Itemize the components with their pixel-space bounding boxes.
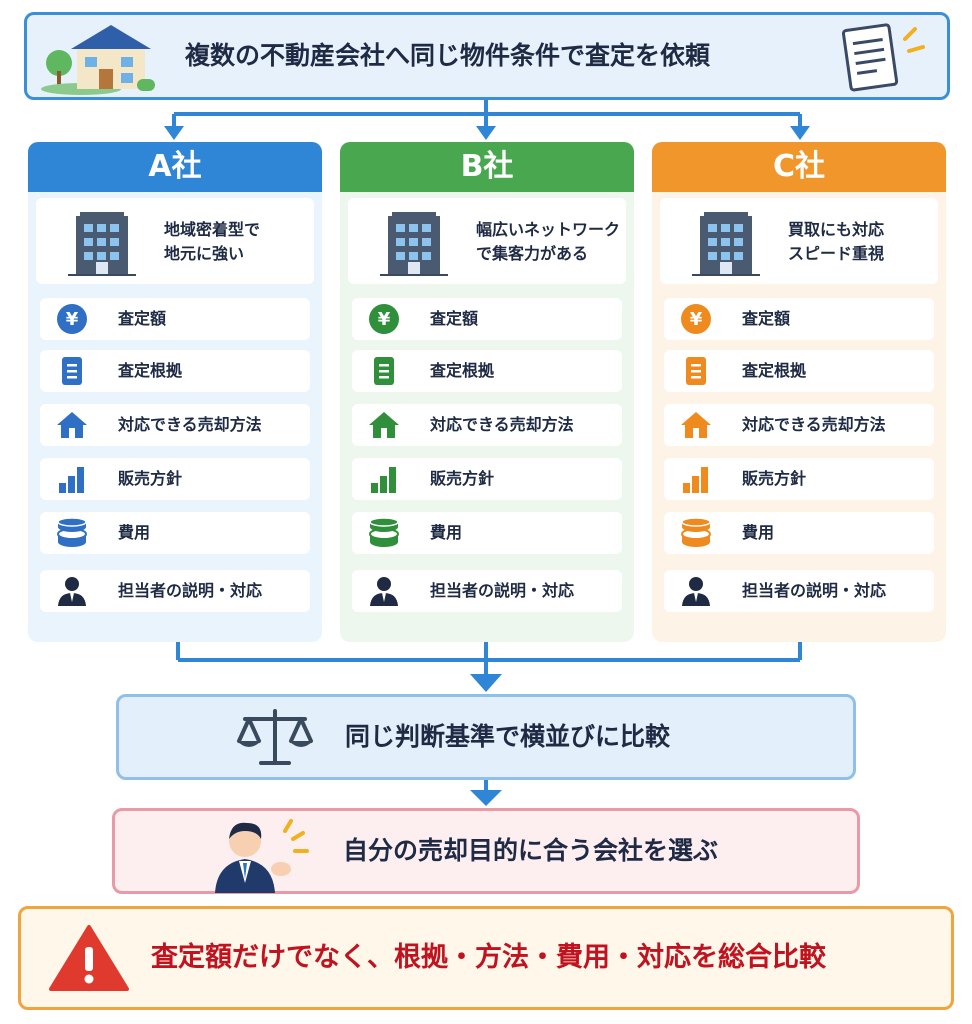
yen-icon: ¥ xyxy=(681,304,711,334)
criteria-label: 担当者の説明・対応 xyxy=(742,581,887,600)
criteria-label: 査定根拠 xyxy=(118,361,183,380)
company-description: 買取にも対応スピード重視 xyxy=(660,198,938,284)
criteria-item: 担当者の説明・対応 xyxy=(40,570,310,612)
criteria-item: 担当者の説明・対応 xyxy=(664,570,934,612)
criteria-item: 販売方針 xyxy=(40,458,310,500)
criteria-label: 査定根拠 xyxy=(742,361,807,380)
company-name: B社 xyxy=(340,142,634,192)
desc-line-2: スピード重視 xyxy=(788,244,885,263)
compare-text: 同じ判断基準で横並びに比較 xyxy=(345,722,671,751)
coin-stack-icon xyxy=(57,517,87,547)
person-icon xyxy=(370,577,398,606)
person-icon xyxy=(682,577,710,606)
bar-chart-icon xyxy=(683,467,708,493)
compare-step: 同じ判断基準で横並びに比較 xyxy=(116,694,856,780)
document-list-icon xyxy=(62,357,82,385)
criteria-item: 対応できる売却方法 xyxy=(664,404,934,446)
warning-icon xyxy=(49,925,129,991)
company-description: 幅広いネットワークで集客力がある xyxy=(348,198,626,284)
criteria-label: 査定額 xyxy=(118,309,167,328)
desc-line-1: 買取にも対応 xyxy=(788,220,885,239)
criteria-item: 査定根拠 xyxy=(352,350,622,392)
office-building-icon xyxy=(380,212,448,276)
desc-line-2: 地元に強い xyxy=(164,244,245,263)
office-building-icon xyxy=(68,212,136,276)
house-icon xyxy=(369,412,399,438)
criteria-item: 費用 xyxy=(40,512,310,554)
criteria-label: 費用 xyxy=(430,523,463,542)
criteria-label: 販売方針 xyxy=(430,469,495,488)
warning-text: 査定額だけでなく、根拠・方法・費用・対応を総合比較 xyxy=(151,942,826,973)
document-list-icon xyxy=(686,357,706,385)
desc-line-2: で集客力がある xyxy=(476,244,589,263)
svg-text:¥: ¥ xyxy=(690,309,703,330)
businessman-icon xyxy=(215,819,309,893)
office-building-icon xyxy=(692,212,760,276)
company-description: 地域密着型で地元に強い xyxy=(36,198,314,284)
company-column-c: C社 買取にも対応スピード重視 ¥ 査定額 査定根拠 対応できる売却方法 販売方… xyxy=(652,142,946,642)
page-title: 複数の不動産会社へ同じ物件条件で査定を依頼 xyxy=(185,41,711,70)
criteria-label: 販売方針 xyxy=(118,469,183,488)
coin-stack-icon xyxy=(369,517,399,547)
company-name: A社 xyxy=(28,142,322,192)
criteria-label: 対応できる売却方法 xyxy=(430,415,574,434)
bar-chart-icon xyxy=(59,467,84,493)
document-icon xyxy=(841,23,925,92)
criteria-item: ¥ 査定額 xyxy=(40,298,310,340)
choose-step: 自分の売却目的に合う会社を選ぶ xyxy=(112,808,860,894)
warning-banner: 査定額だけでなく、根拠・方法・費用・対応を総合比較 xyxy=(18,906,954,1010)
criteria-label: 担当者の説明・対応 xyxy=(430,581,575,600)
criteria-label: 査定額 xyxy=(430,309,479,328)
yen-icon: ¥ xyxy=(369,304,399,334)
criteria-label: 査定根拠 xyxy=(430,361,495,380)
scale-icon xyxy=(237,709,313,765)
house-icon xyxy=(681,412,711,438)
criteria-item: 販売方針 xyxy=(664,458,934,500)
yen-icon: ¥ xyxy=(57,304,87,334)
coin-stack-icon xyxy=(681,517,711,547)
criteria-item: 査定根拠 xyxy=(664,350,934,392)
criteria-item: 販売方針 xyxy=(352,458,622,500)
choose-text: 自分の売却目的に合う会社を選ぶ xyxy=(343,836,719,865)
svg-text:¥: ¥ xyxy=(378,309,391,330)
person-icon xyxy=(58,577,86,606)
criteria-item: 費用 xyxy=(352,512,622,554)
criteria-item: 査定根拠 xyxy=(40,350,310,392)
company-name: C社 xyxy=(652,142,946,192)
criteria-item: 担当者の説明・対応 xyxy=(352,570,622,612)
criteria-item: ¥ 査定額 xyxy=(664,298,934,340)
criteria-item: 対応できる売却方法 xyxy=(40,404,310,446)
desc-line-1: 幅広いネットワーク xyxy=(476,220,621,239)
company-column-a: A社 地域密着型で地元に強い ¥ 査定額 査定根拠 対応できる売却方法 販売方針… xyxy=(28,142,322,642)
criteria-item: 対応できる売却方法 xyxy=(352,404,622,446)
criteria-item: 費用 xyxy=(664,512,934,554)
criteria-label: 対応できる売却方法 xyxy=(118,415,262,434)
criteria-label: 費用 xyxy=(742,523,775,542)
document-list-icon xyxy=(374,357,394,385)
criteria-label: 担当者の説明・対応 xyxy=(118,581,263,600)
criteria-label: 査定額 xyxy=(742,309,791,328)
svg-text:¥: ¥ xyxy=(66,309,79,330)
bar-chart-icon xyxy=(371,467,396,493)
company-column-b: B社 幅広いネットワークで集客力がある ¥ 査定額 査定根拠 対応できる売却方法… xyxy=(340,142,634,642)
house-icon xyxy=(57,412,87,438)
criteria-label: 費用 xyxy=(118,523,151,542)
criteria-label: 販売方針 xyxy=(742,469,807,488)
criteria-item: ¥ 査定額 xyxy=(352,298,622,340)
desc-line-1: 地域密着型で xyxy=(164,220,261,239)
house-illustration-icon xyxy=(41,25,155,95)
request-banner: 複数の不動産会社へ同じ物件条件で査定を依頼 xyxy=(24,12,950,100)
criteria-label: 対応できる売却方法 xyxy=(742,415,886,434)
